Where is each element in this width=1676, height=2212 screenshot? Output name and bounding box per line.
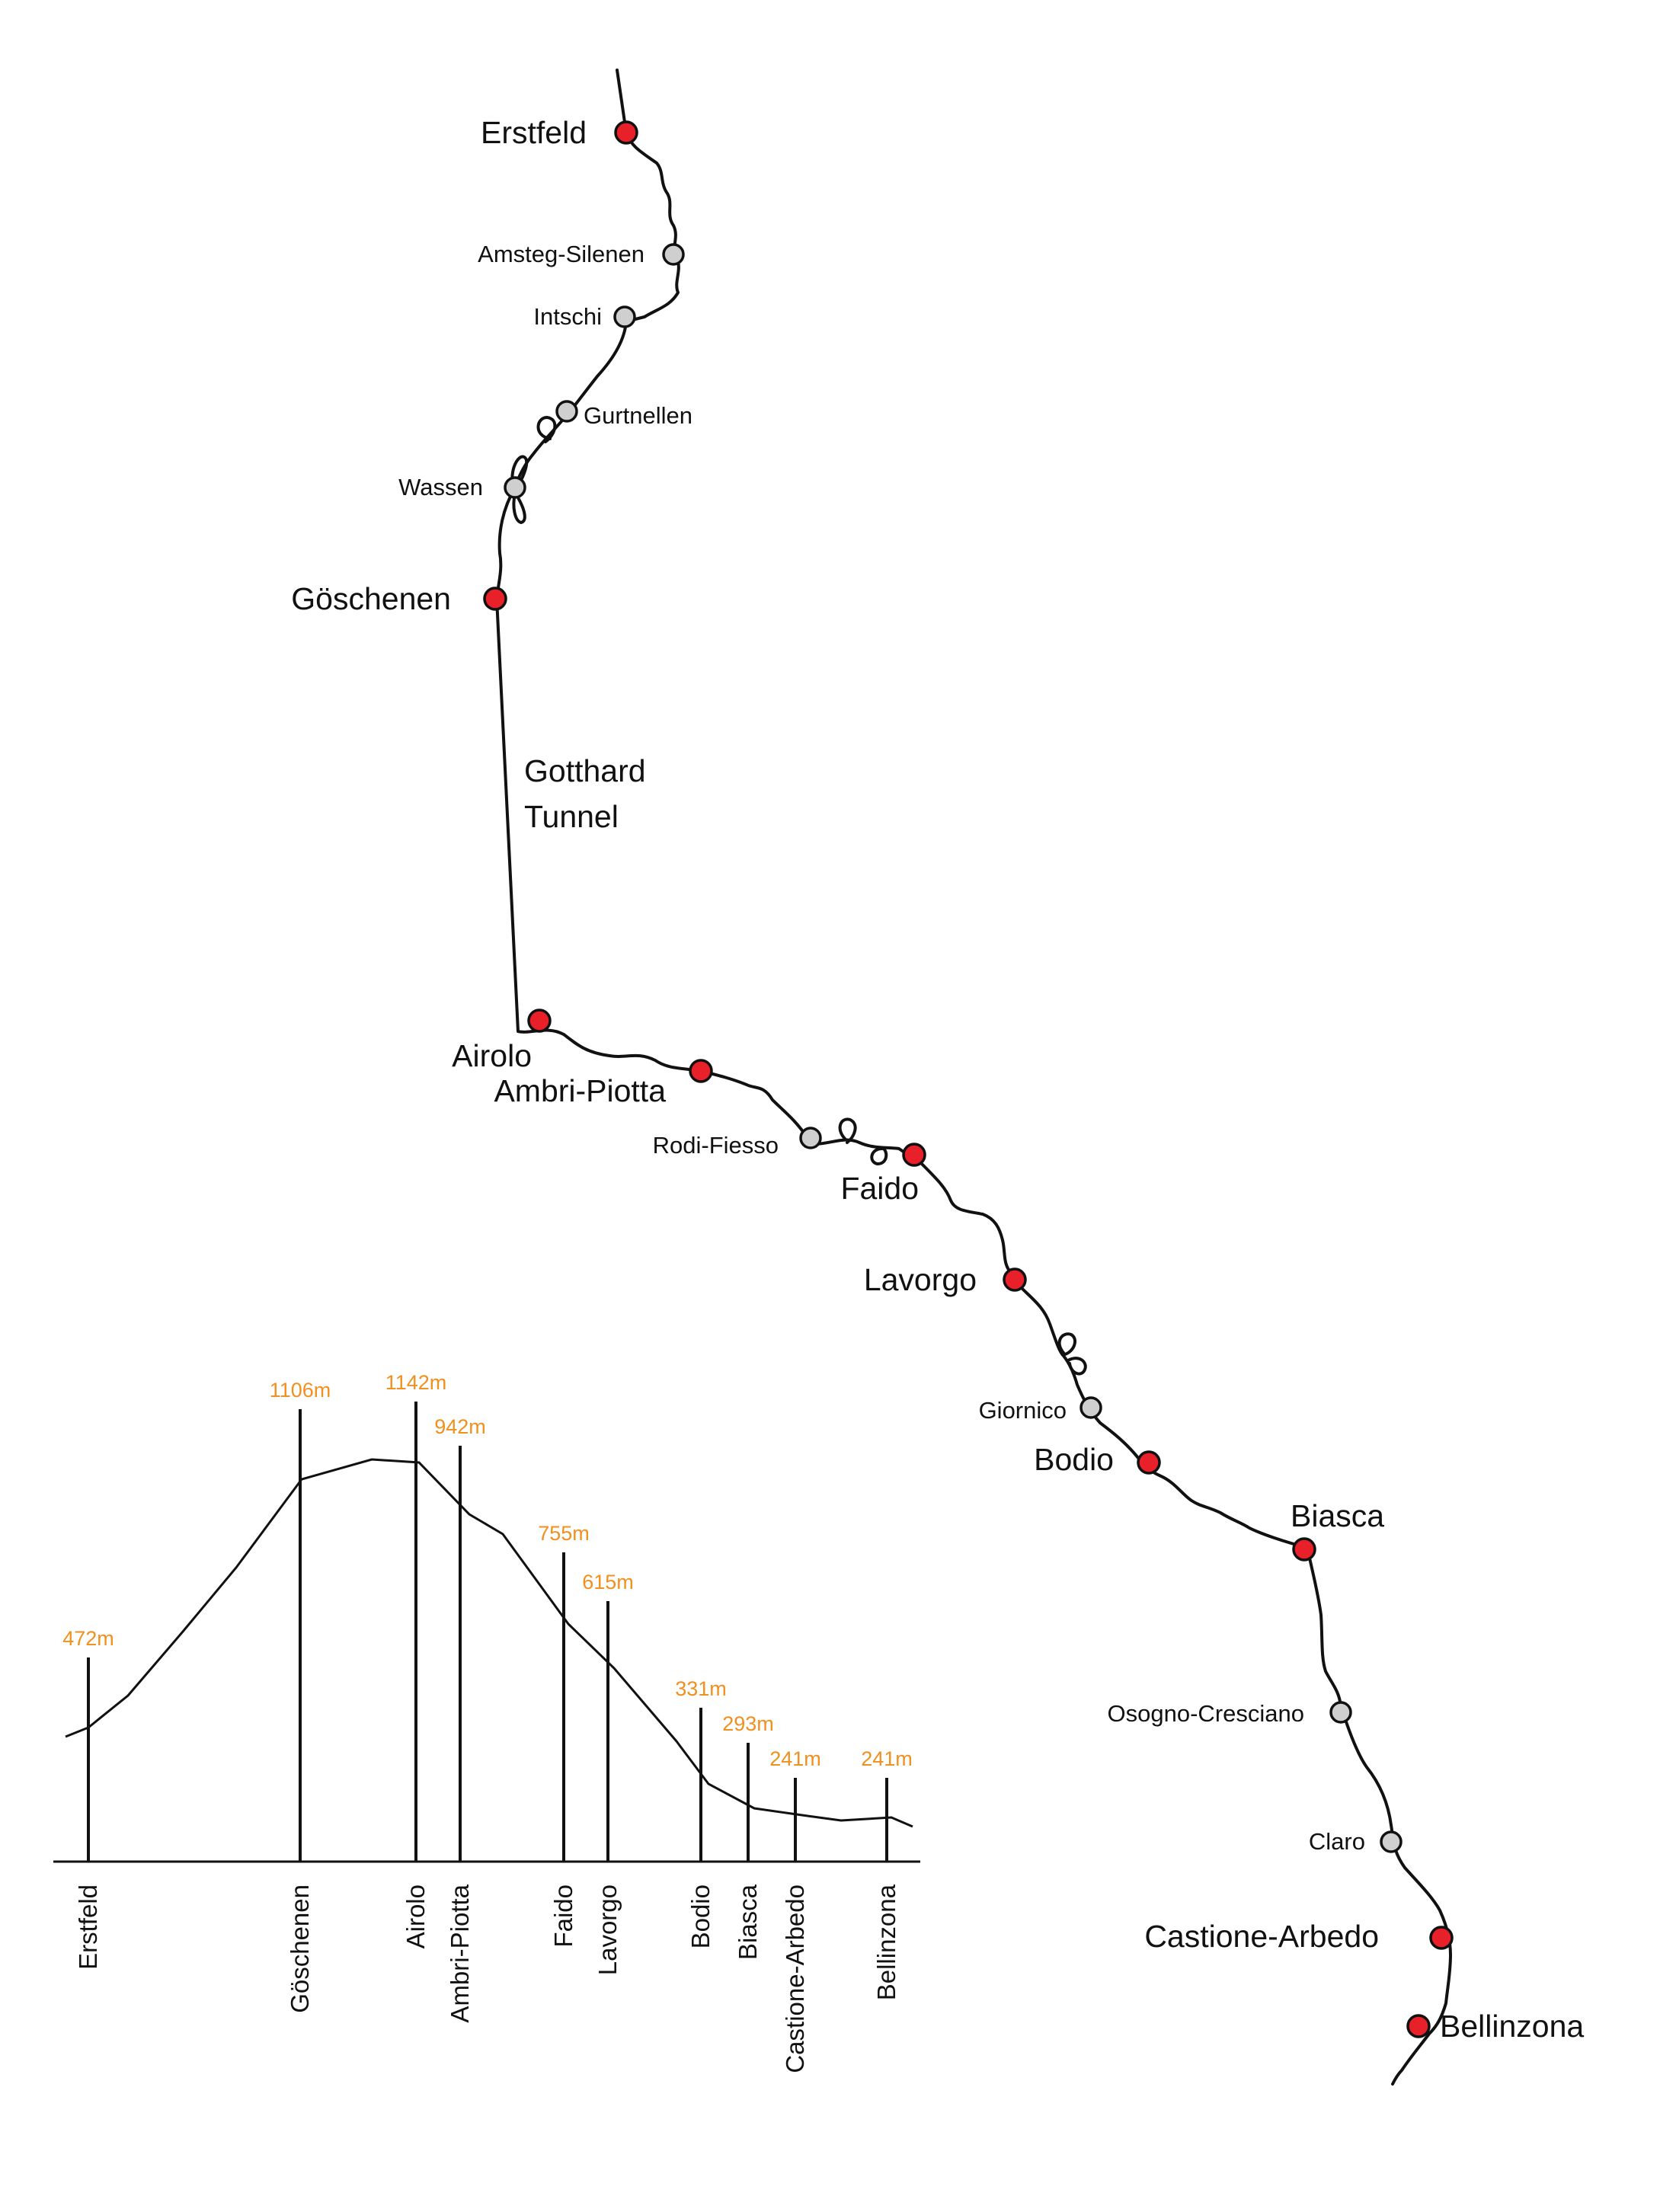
- station-marker-claro: [1380, 1830, 1403, 1853]
- loop-gurtnellen: [536, 416, 557, 443]
- axis-label-castione-arbedo: Castione-Arbedo: [781, 1884, 809, 2073]
- station-marker-osogno-cresciano: [1329, 1701, 1352, 1724]
- station-label-airolo: Airolo: [452, 1038, 532, 1073]
- loop-wassen-lower: [512, 492, 526, 524]
- axis-label-biasca: Biasca: [734, 1884, 762, 1960]
- station-label-goschenen: Göschenen: [291, 581, 451, 616]
- axis-label-faido: Faido: [549, 1884, 577, 1948]
- axis-label-airolo: Airolo: [401, 1884, 430, 1948]
- station-marker-rodi-fiesso: [799, 1127, 822, 1149]
- station-marker-airolo: [527, 1009, 552, 1033]
- station-label-gurtnellen: Gurtnellen: [584, 402, 692, 429]
- station-label-bodio: Bodio: [1034, 1442, 1114, 1477]
- axis-label-erstfeld: Erstfeld: [74, 1884, 102, 1970]
- loop-giornico-2: [1067, 1357, 1087, 1376]
- station-label-osogno-cresciano: Osogno-Cresciano: [1108, 1700, 1304, 1727]
- station-marker-lavorgo: [1003, 1267, 1027, 1292]
- station-marker-bellinzona: [1406, 2014, 1431, 2038]
- station-label-wassen: Wassen: [398, 474, 483, 500]
- station-label-ambri-piotta: Ambri-Piotta: [494, 1073, 666, 1108]
- loop-rodi-upper: [838, 1117, 857, 1144]
- axis-label-bellinzona: Bellinzona: [872, 1884, 900, 2000]
- elevation-label-ambri-piotta: 942m: [434, 1415, 486, 1438]
- station-marker-castione-arbedo: [1429, 1926, 1454, 1950]
- loop-rodi-lower: [870, 1147, 888, 1165]
- station-label-rodi-fiesso: Rodi-Fiesso: [653, 1132, 779, 1159]
- elevation-label-erstfeld: 472m: [62, 1627, 114, 1650]
- loop-wassen-upper: [510, 455, 529, 492]
- station-marker-giornico: [1079, 1396, 1102, 1419]
- station-marker-amsteg-silenen: [662, 243, 685, 266]
- axis-label-goschenen: Göschenen: [286, 1884, 314, 2013]
- elevation-label-bodio: 331m: [675, 1677, 727, 1700]
- axis-label-bodio: Bodio: [686, 1884, 715, 1948]
- elevation-label-castione-arbedo: 241m: [769, 1747, 821, 1770]
- elevation-label-lavorgo: 615m: [582, 1571, 634, 1593]
- station-label-amsteg-silenen: Amsteg-Silenen: [478, 241, 644, 267]
- station-marker-ambri-piotta: [689, 1059, 713, 1083]
- station-marker-erstfeld: [614, 120, 638, 145]
- axis-label-ambri-piotta: Ambri-Piotta: [446, 1884, 474, 2022]
- station-label-bellinzona: Bellinzona: [1440, 2009, 1584, 2044]
- station-marker-bodio: [1137, 1450, 1161, 1475]
- elevation-label-airolo: 1142m: [385, 1371, 447, 1394]
- tunnel-label-line2: Tunnel: [524, 799, 619, 834]
- station-marker-biasca: [1292, 1537, 1316, 1562]
- elevation-label-bellinzona: 241m: [861, 1747, 913, 1770]
- station-marker-faido: [902, 1143, 926, 1167]
- elevation-label-faido: 755m: [538, 1522, 590, 1545]
- station-label-erstfeld: Erstfeld: [481, 115, 587, 150]
- elevation-label-biasca: 293m: [722, 1712, 774, 1735]
- loop-giornico-1: [1057, 1332, 1077, 1356]
- elevation-curve: [65, 1458, 913, 1828]
- station-label-faido: Faido: [840, 1171, 919, 1206]
- axis-label-lavorgo: Lavorgo: [593, 1884, 622, 1975]
- station-label-castione-arbedo: Castione-Arbedo: [1144, 1919, 1379, 1954]
- map-stations: ErstfeldAmsteg-SilenenIntschiGurtnellenW…: [291, 115, 1584, 2044]
- station-label-claro: Claro: [1309, 1828, 1365, 1855]
- station-marker-goschenen: [483, 587, 507, 611]
- tunnel-label-line1: Gotthard: [524, 753, 646, 788]
- station-label-giornico: Giornico: [979, 1397, 1067, 1424]
- elevation-label-goschenen: 1106m: [270, 1379, 331, 1402]
- station-label-intschi: Intschi: [533, 303, 602, 330]
- station-marker-intschi: [613, 305, 636, 328]
- station-label-lavorgo: Lavorgo: [864, 1262, 977, 1297]
- station-label-biasca: Biasca: [1291, 1498, 1384, 1533]
- station-marker-wassen: [504, 476, 526, 499]
- station-marker-gurtnellen: [555, 400, 578, 423]
